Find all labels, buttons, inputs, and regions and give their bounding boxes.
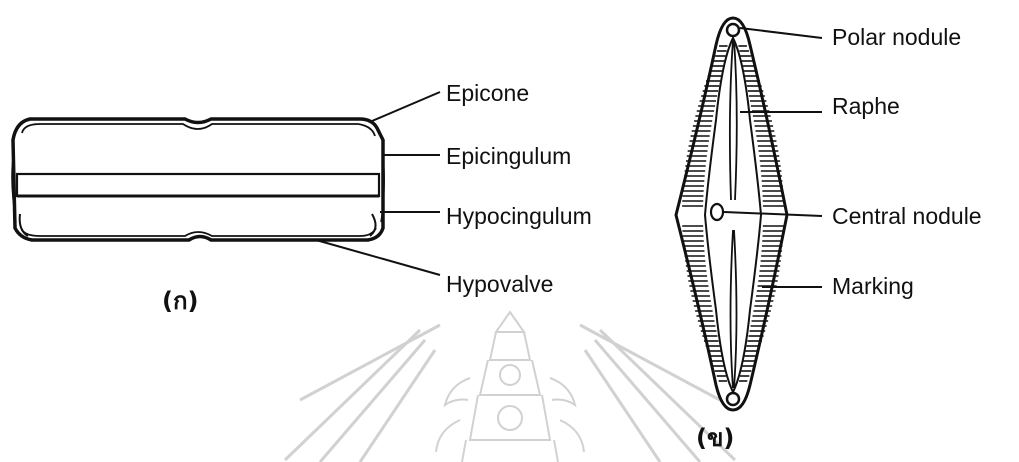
panel-b-caption: (ข) — [696, 426, 734, 450]
girdle-view — [12, 92, 440, 275]
panel-a-caption: (ก) — [162, 289, 198, 313]
label-epicingulum: Epicingulum — [446, 145, 571, 168]
polar-nodule-bottom — [727, 393, 739, 405]
leader-polar-nodule — [740, 28, 822, 38]
valve-view — [676, 18, 822, 410]
frustule-outline — [13, 119, 383, 240]
polar-nodule-top — [727, 24, 739, 36]
label-hypocingulum: Hypocingulum — [446, 205, 592, 228]
label-epicone: Epicone — [446, 82, 529, 105]
central-nodule — [711, 204, 723, 220]
epicingulum-band — [17, 174, 379, 196]
label-polar-nodule: Polar nodule — [832, 26, 961, 49]
watermark-spire — [462, 312, 558, 462]
label-hypovalve: Hypovalve — [446, 273, 553, 296]
watermark-rays — [285, 325, 735, 462]
label-marking: Marking — [832, 275, 914, 298]
label-central-nodule: Central nodule — [832, 205, 982, 228]
label-raphe: Raphe — [832, 95, 900, 118]
watermark-seal — [285, 312, 735, 462]
leader-epicone — [372, 92, 440, 121]
leader-central-nodule — [724, 212, 822, 216]
raphe-line — [730, 40, 737, 388]
leader-hypovalve — [316, 240, 440, 275]
